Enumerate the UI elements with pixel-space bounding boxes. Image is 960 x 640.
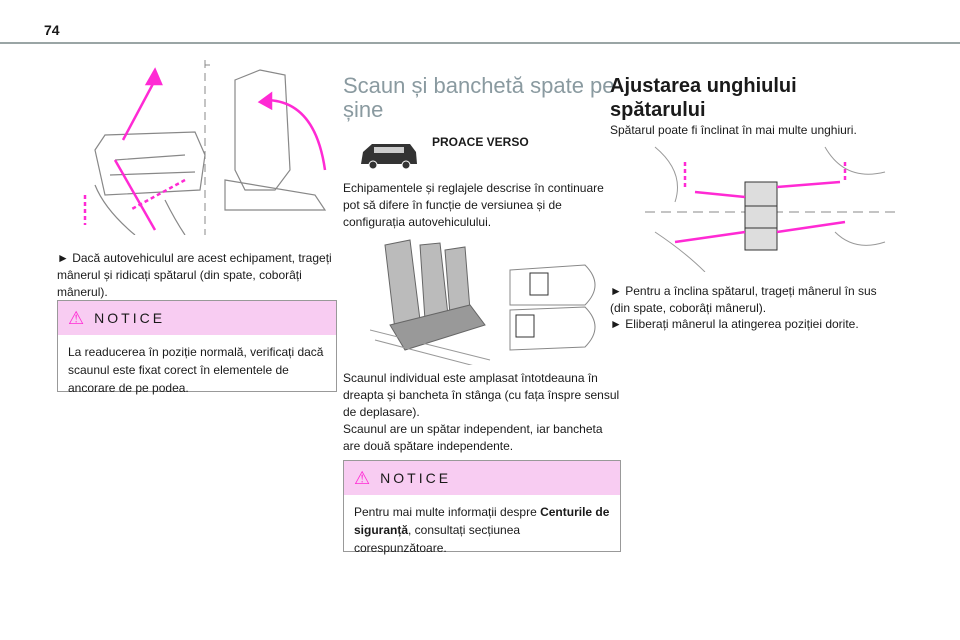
col3-intro: Spătarul poate fi înclinat în mai multe … — [610, 123, 857, 137]
warning-icon: ⚠ — [354, 467, 371, 488]
page-number: 74 — [44, 22, 60, 38]
section-title-backrest: Ajustarea unghiului spătarului — [610, 75, 797, 121]
van-icon — [361, 144, 417, 170]
seats-on-rails-illustration — [370, 239, 596, 365]
col2-notice-box: ⚠ NOTICE Pentru mai multe informații desp… — [343, 460, 621, 555]
notice-title: NOTICE — [380, 470, 452, 486]
warning-icon: ⚠ — [68, 307, 85, 328]
backrest-angle-illustration — [645, 146, 895, 272]
notice-text: Pentru mai multe informații despre Centu… — [354, 505, 610, 555]
col1-instruction: ► Dacă autovehiculul are acest echipamen… — [57, 251, 332, 299]
col2-para2: Scaunul individual este amplasat întotde… — [343, 371, 620, 419]
col3-instruction-1: ► Pentru a înclina spătarul, trageți mân… — [610, 284, 877, 315]
header-divider — [0, 42, 960, 44]
model-label: PROACE VERSO — [432, 135, 529, 149]
notice-title: NOTICE — [94, 310, 166, 326]
notice-text: La readucerea în poziție normală, verifi… — [68, 345, 324, 395]
col2-para3: Scaunul are un spătar independent, iar b… — [343, 422, 603, 453]
col3-instruction-2: ► Eliberați mânerul la atingerea poziție… — [610, 317, 859, 331]
col2-intro: Echipamentele și reglajele descrise în c… — [343, 181, 604, 229]
seat-fold-illustration — [75, 60, 335, 235]
seatbelt-link-text: Centurile de siguranță — [354, 505, 610, 537]
section-title: Scaun și banchetă spate pe șine — [343, 73, 615, 122]
col1-notice-box: ⚠ NOTICE La readucerea în poziție normală… — [57, 300, 337, 395]
